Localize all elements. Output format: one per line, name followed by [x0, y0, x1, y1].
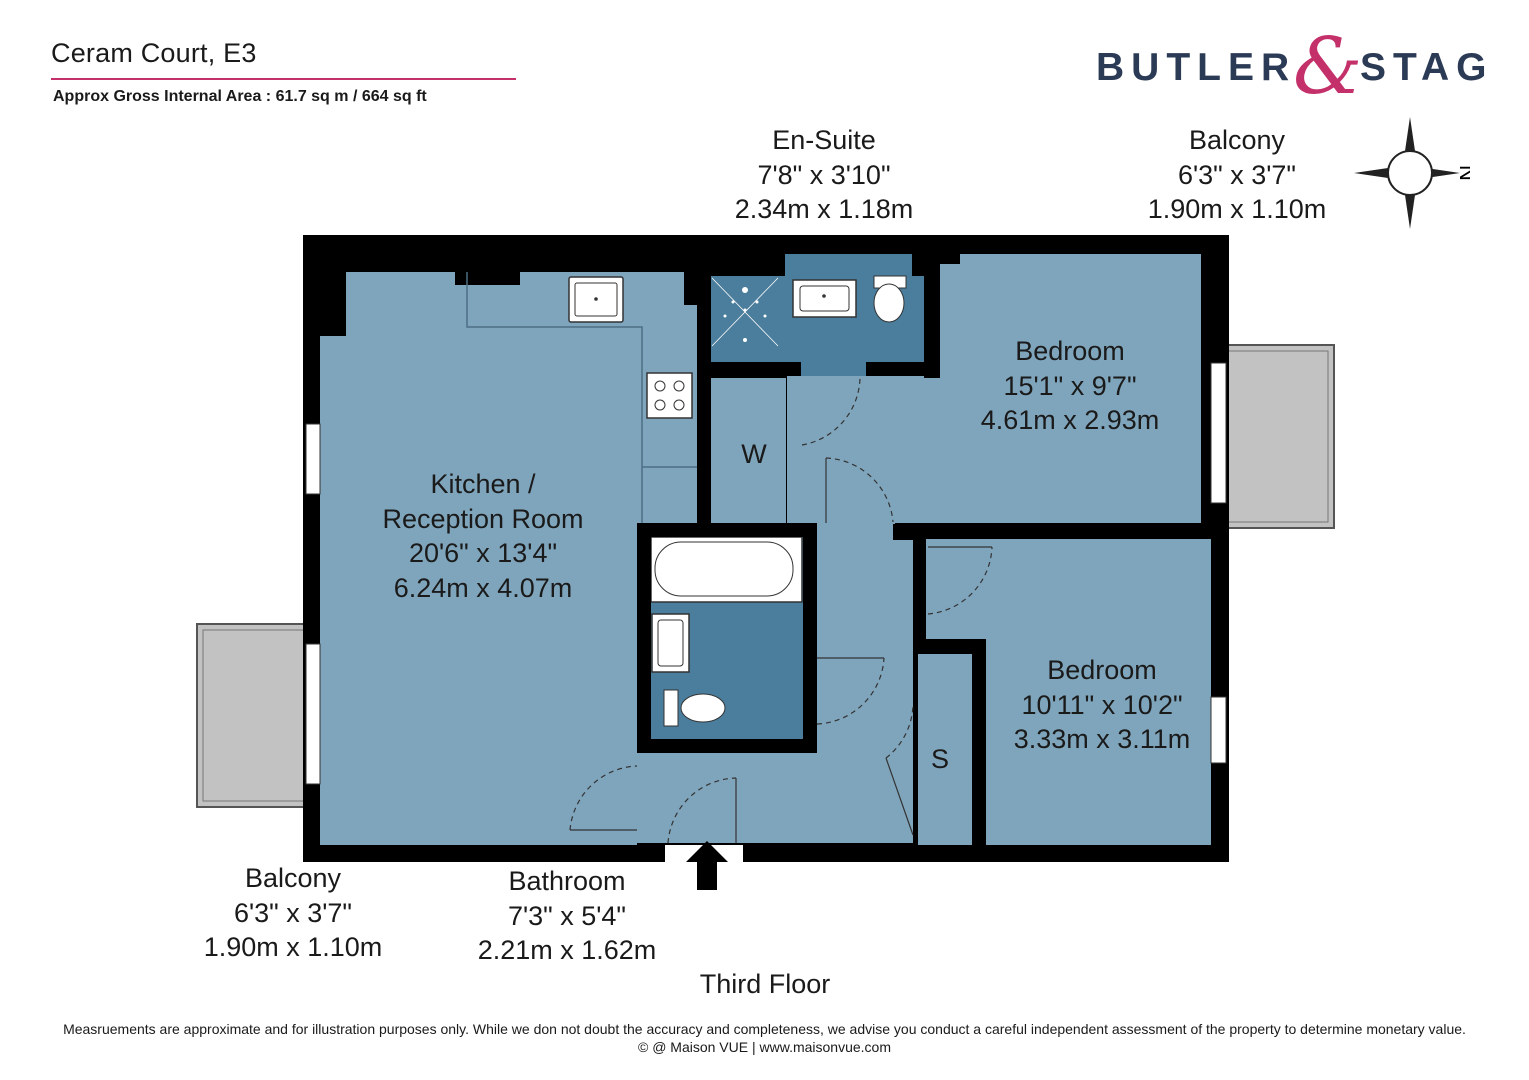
wardrobe-floor — [711, 378, 786, 523]
balcony-right-imperial: 6'3" x 3'7" — [1177, 159, 1297, 190]
ensuite-imperial: 7'8" x 3'10" — [757, 159, 891, 190]
bedroom-2-imperial: 10'11" x 10'2" — [1021, 689, 1183, 720]
kitchen-sink-icon — [568, 276, 624, 323]
bathroom-toilet-icon — [663, 689, 726, 727]
kitchen-units — [466, 272, 697, 523]
bedroom-2-floor — [986, 539, 1211, 845]
ensuite-label: En-Suite 7'8" x 3'10" 2.34m x 1.18m — [735, 123, 914, 227]
logo-ampersand: & — [1293, 22, 1363, 112]
compass-north-label: N — [1455, 165, 1470, 181]
shower-icon — [711, 277, 779, 347]
balcony-right-label: Balcony 6'3" x 3'7" 1.90m x 1.10m — [1148, 123, 1327, 227]
bath-icon — [650, 536, 803, 603]
header-divider — [51, 78, 516, 80]
bathroom-metric: 2.21m x 1.62m — [477, 935, 657, 965]
bathroom-label: Bathroom 7'3" x 5'4" 2.21m x 1.62m — [478, 864, 657, 968]
windows — [305, 362, 1227, 785]
balcony-right-area — [1227, 344, 1335, 529]
compass-icon: N — [1354, 117, 1470, 229]
kitchen-label: Kitchen / Reception Room 20'6" x 13'4" 6… — [382, 467, 583, 605]
bedroom-1-imperial: 15'1" x 9'7" — [1003, 370, 1137, 401]
logo-word-stag: STAG — [1360, 46, 1494, 89]
hallway-floor — [637, 376, 913, 843]
ensuite-metric: 2.34m x 1.18m — [734, 194, 914, 224]
bedroom-2-name: Bedroom — [1047, 655, 1157, 685]
balcony-left-imperial: 6'3" x 3'7" — [233, 897, 353, 928]
balcony-left-label: Balcony 6'3" x 3'7" 1.90m x 1.10m — [204, 861, 383, 965]
ensuite-basin-icon — [792, 279, 857, 318]
balcony-right-metric: 1.90m x 1.10m — [1147, 194, 1327, 224]
wardrobe-tag: W — [741, 439, 767, 469]
kitchen-reception-floor — [320, 272, 697, 845]
ensuite-toilet-icon — [873, 275, 907, 323]
storage-floor — [918, 654, 972, 845]
balcony-right-name: Balcony — [1188, 125, 1286, 155]
door-leaves — [570, 458, 992, 843]
balcony-left-area — [196, 623, 305, 808]
bedroom-1-label: Bedroom 15'1" x 9'7" 4.61m x 2.93m — [981, 334, 1160, 438]
kitchen-name-line1: Kitchen / — [430, 469, 536, 499]
logo-word-butler: BUTLER — [1096, 46, 1297, 89]
door-swings — [569, 377, 993, 844]
floor-name: Third Floor — [699, 969, 831, 999]
disclaimer-text: Measruements are approximate and for ill… — [63, 1021, 1466, 1037]
kitchen-imperial: 20'6" x 13'4" — [408, 538, 558, 568]
internal-walls — [637, 262, 1211, 845]
bedroom-1-metric: 4.61m x 2.93m — [980, 405, 1160, 435]
entrance-arrow-icon — [686, 841, 728, 890]
ensuite-name: En-Suite — [772, 125, 876, 155]
property-address: Ceram Court, E3 — [51, 38, 257, 68]
credit-text: © @ Maison VUE | www.maisonvue.com — [637, 1039, 892, 1055]
storage-tag: S — [930, 744, 950, 774]
kitchen-metric: 6.24m x 4.07m — [393, 572, 573, 603]
bedroom-2-metric: 3.33m x 3.11m — [1013, 724, 1191, 754]
bedroom-2-entry — [926, 539, 986, 639]
bedroom-2-label: Bedroom 10'11" x 10'2" 3.33m x 3.11m — [1014, 653, 1191, 757]
bathroom-imperial: 7'3" x 5'4" — [507, 900, 627, 931]
balcony-left-name: Balcony — [244, 863, 342, 893]
bathroom-basin-icon — [651, 613, 690, 673]
hob-icon — [646, 372, 693, 419]
bathroom-name: Bathroom — [508, 866, 626, 896]
butler-stag-logo: BUTLER & STAG — [1096, 22, 1496, 112]
kitchen-name-line2: Reception Room — [382, 503, 584, 534]
gross-internal-area: Approx Gross Internal Area : 61.7 sq m /… — [53, 88, 427, 105]
bedroom-1-name: Bedroom — [1015, 336, 1125, 366]
balcony-left-metric: 1.90m x 1.10m — [203, 932, 383, 962]
bedroom-1-floor — [800, 254, 1201, 523]
